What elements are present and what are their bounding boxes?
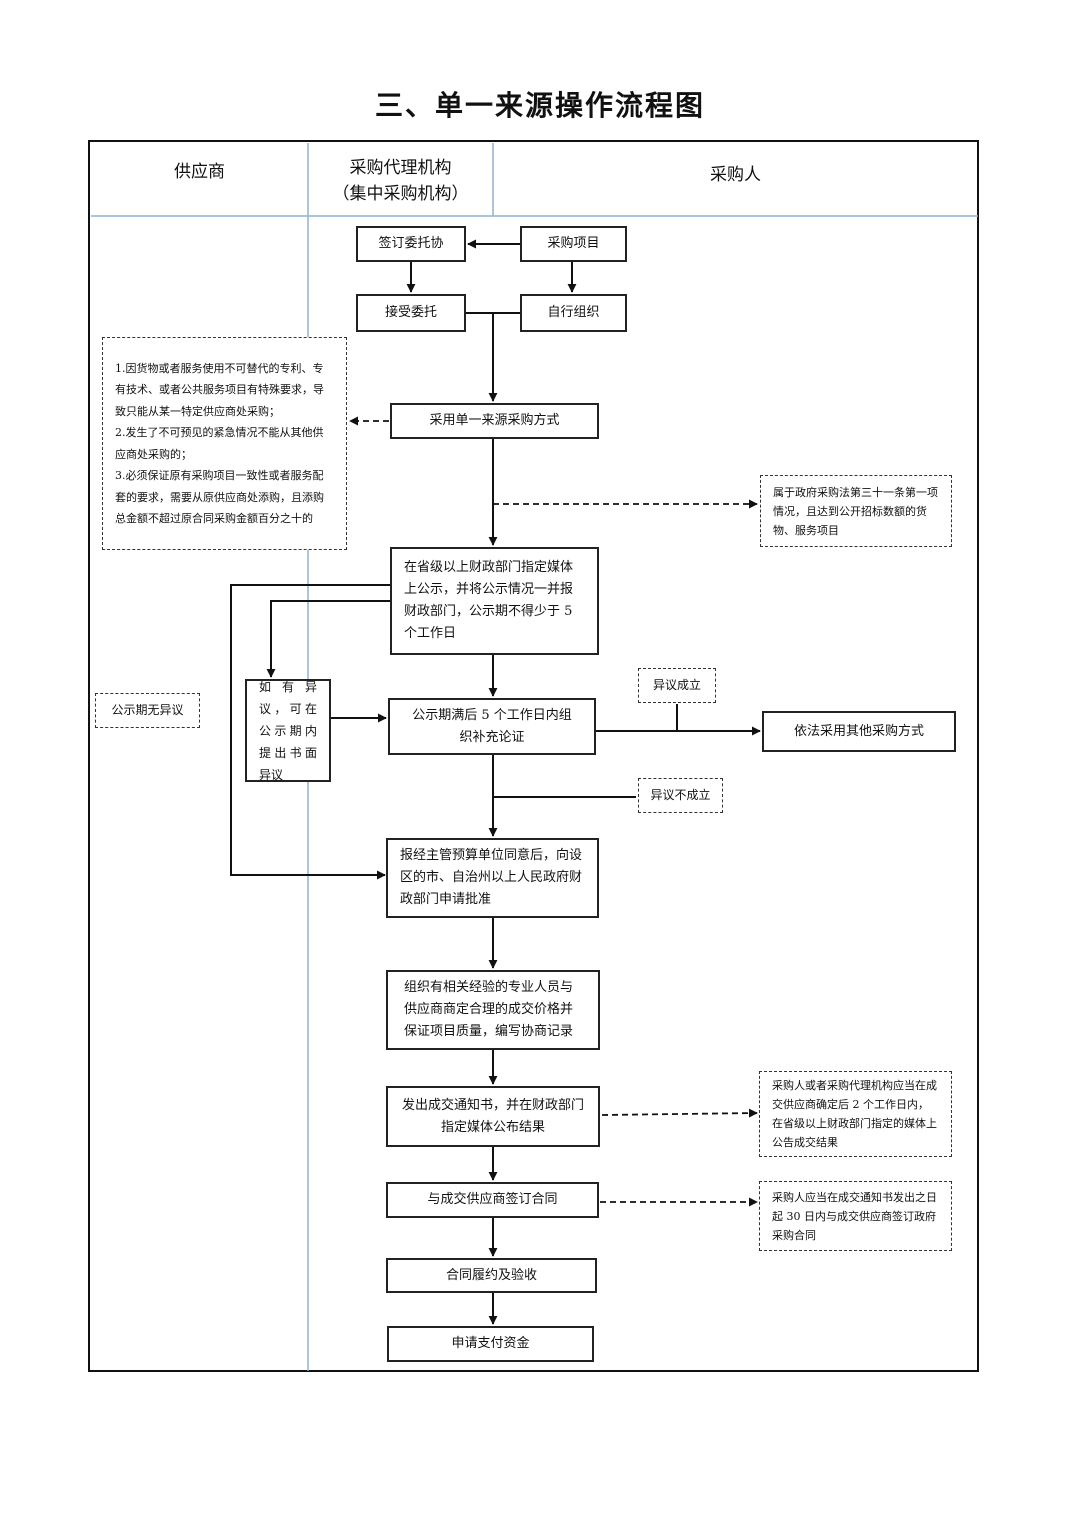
lane-header-supplier: 供应商 xyxy=(174,162,225,182)
note-objection-upheld: 异议成立 xyxy=(638,668,716,703)
box-report-approval: 报经主管预算单位同意后，向设区的市、自治州以上人民政府财政部门申请批准 xyxy=(386,838,599,918)
box-issue-notice: 发出成交通知书，并在财政部门指定媒体公布结果 xyxy=(386,1086,600,1147)
box-apply-payment: 申请支付资金 xyxy=(387,1326,594,1362)
note-contract-deadline: 采购人应当在成交通知书发出之日起 30 日内与成交供应商签订政府采购合同 xyxy=(759,1181,952,1251)
box-publicize: 在省级以上财政部门指定媒体上公示，并将公示情况一并报财政部门，公示期不得少于 5… xyxy=(390,547,599,655)
box-self-organize: 自行组织 xyxy=(520,294,627,332)
box-perform-accept: 合同履约及验收 xyxy=(386,1258,597,1293)
arrow-no-objection-path xyxy=(230,584,390,880)
note-no-objection: 公示期无异议 xyxy=(95,693,200,728)
dashed-arrow-to-announce xyxy=(601,1108,758,1118)
arrow-publicize-to-objection xyxy=(266,600,390,678)
box-other-method: 依法采用其他采购方式 xyxy=(762,711,956,752)
box-sign-contract: 与成交供应商签订合同 xyxy=(386,1182,599,1218)
box-objection-raise: 如有异议，可在公示期内提出书面异议 xyxy=(245,679,331,782)
box-procurement-project: 采购项目 xyxy=(520,226,627,262)
note-announce-result: 采购人或者采购代理机构应当在成交供应商确定后 2 个工作日内，在省级以上财政部门… xyxy=(759,1071,952,1157)
note-law-article: 属于政府采购法第三十一条第一项情况，且达到公开招标数额的货物、服务项目 xyxy=(760,475,952,547)
note-objection-rejected: 异议不成立 xyxy=(638,778,723,813)
box-supplement-review: 公示期满后 5 个工作日内组织补充论证 xyxy=(388,698,596,755)
chart-frame xyxy=(88,140,979,1372)
box-accept-entrust: 接受委托 xyxy=(356,294,466,332)
box-negotiate: 组织有相关经验的专业人员与供应商商定合理的成交价格并保证项目质量，编写协商记录 xyxy=(386,970,600,1050)
box-adopt-single-source: 采用单一来源采购方式 xyxy=(390,403,599,439)
box-sign-entrust: 签订委托协 xyxy=(356,226,466,262)
note-conditions: 1.因货物或者服务使用不可替代的专利、专有技术、或者公共服务项目有特殊要求，导致… xyxy=(102,337,347,550)
page-title: 三、单一来源操作流程图 xyxy=(374,89,705,122)
lane-header-agency: 采购代理机构 （集中采购机构） xyxy=(332,158,469,204)
lane-header-purchaser: 采购人 xyxy=(710,165,761,185)
